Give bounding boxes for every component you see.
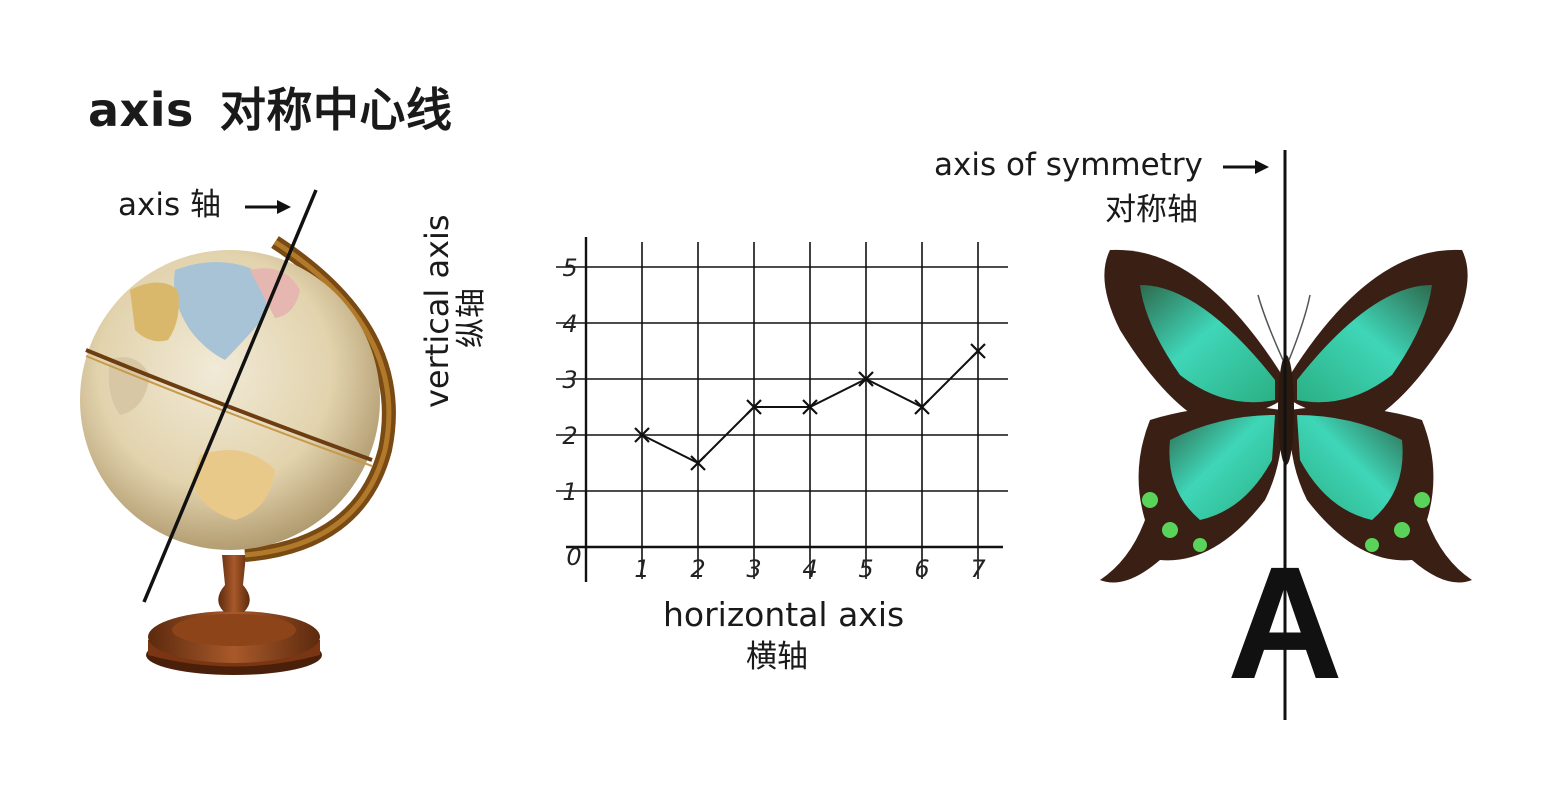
y-tick-label: 1 <box>562 478 577 506</box>
arrow-right-icon <box>244 199 291 214</box>
x-tick-label: 4 <box>802 555 817 583</box>
data-point-marker <box>690 455 706 471</box>
x-tick-label: 5 <box>858 555 873 583</box>
symmetry-axis-label-en: axis of symmetry <box>934 150 1271 181</box>
x-tick-label: 2 <box>690 555 705 583</box>
origin-label: 0 <box>566 543 581 571</box>
title-en: axis <box>88 83 194 137</box>
horizontal-axis-label-zh: 横轴 <box>746 639 808 675</box>
graph-grid <box>556 237 1008 582</box>
y-tick-label: 5 <box>562 254 577 282</box>
graph-series <box>634 343 986 471</box>
graph-tick-labels: 1 2 3 4 5 6 7 1 2 3 4 5 0 <box>562 254 986 583</box>
arrow-right-icon <box>1222 159 1269 174</box>
x-tick-label: 7 <box>970 555 986 583</box>
data-point-marker <box>802 399 818 415</box>
data-point-marker <box>858 371 874 387</box>
globe-axis-line <box>142 189 318 603</box>
symmetry-axis-label-en-text: axis of symmetry <box>934 147 1203 183</box>
title-zh: 对称中心线 <box>219 83 453 137</box>
y-tick-label: 4 <box>562 310 577 338</box>
data-point-marker <box>914 399 930 415</box>
horizontal-axis-label-en: horizontal axis <box>663 595 905 634</box>
x-tick-label: 3 <box>746 555 761 583</box>
butterfly-illustration <box>1100 249 1472 583</box>
x-tick-label: 1 <box>634 555 649 583</box>
data-point-marker <box>634 427 650 443</box>
globe-illustration <box>80 189 396 675</box>
x-tick-label: 6 <box>914 555 929 583</box>
symmetry-axis-label-zh: 对称轴 <box>1105 192 1198 228</box>
y-tick-label: 2 <box>562 422 577 450</box>
y-tick-label: 3 <box>562 366 577 394</box>
globe-axis-label-text: axis 轴 <box>118 187 221 223</box>
page-title: axis 对称中心线 <box>88 74 452 140</box>
data-point-marker <box>970 343 986 359</box>
data-point-marker <box>746 399 762 415</box>
globe-axis-label: axis 轴 <box>118 190 293 221</box>
